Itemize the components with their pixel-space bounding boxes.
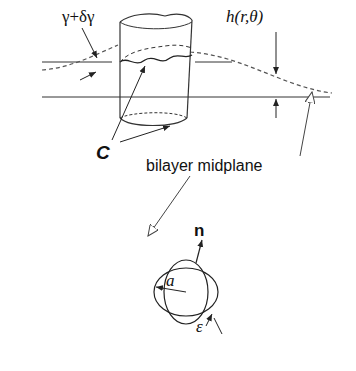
leader-line: [120, 126, 170, 142]
reference-plane: [42, 97, 330, 98]
midplane-curve: [190, 52, 332, 93]
height-arrow: [276, 99, 277, 118]
midplane-curve: [42, 45, 118, 70]
cylinder-side: [187, 20, 192, 118]
surface-tension-label: γ+δγ: [62, 8, 95, 25]
leader-line: [300, 92, 312, 156]
epsilon-arrow: [206, 314, 212, 326]
leader-line: [80, 72, 96, 80]
upper-plane: [195, 62, 232, 63]
cylinder-top: [120, 14, 192, 22]
contact-contour: [120, 55, 192, 63]
midplane-label: bilayer midplane: [146, 158, 263, 174]
epsilon-arrow: [214, 318, 222, 334]
normal-label: n: [194, 222, 204, 239]
leader-line: [112, 66, 145, 140]
height-arrow: [276, 32, 277, 74]
perturbation-label: ε: [196, 318, 203, 335]
cylinder-side: [119, 22, 120, 118]
leader-line: [148, 176, 190, 236]
height-label: h(r,θ): [226, 8, 263, 25]
cylinder-bottom: [120, 113, 187, 118]
normal-arrow: [196, 240, 202, 263]
leader-line: [82, 28, 97, 58]
radius-label: a: [166, 272, 175, 289]
contact-contour-back: [120, 45, 192, 62]
cylinder-top: [120, 22, 192, 29]
contour-label: C: [96, 143, 110, 162]
cylinder-bottom: [120, 118, 187, 126]
